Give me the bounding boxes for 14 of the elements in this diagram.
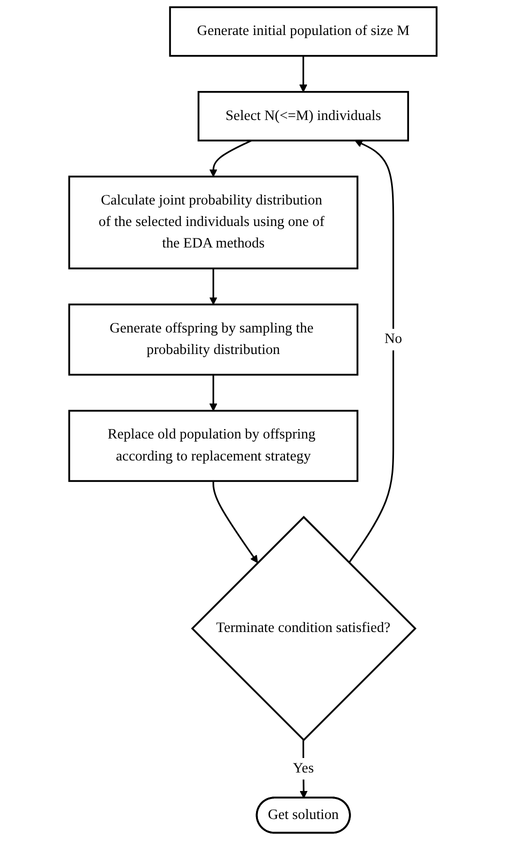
edge-label: No [384,331,402,347]
arrow [212,481,258,564]
node-box: Replace old population by offspring according to replacement strategy [68,410,358,482]
arrow [348,140,394,564]
node-box: Select N(<=M) individuals [197,90,409,142]
arrow [208,374,217,412]
node-box: Generate initial population of size M [168,6,438,57]
arrow [208,268,217,305]
edge-label: Yes [292,760,314,776]
arrow [208,140,252,177]
node-diamond: Terminate condition satisfied? [190,516,416,742]
node-box: Calculate joint probability distribution of the selected individuals using one of the EDA methods [68,176,358,270]
node-box: Generate offspring by sampling the probability distribution [68,304,358,376]
arrow [298,56,307,92]
